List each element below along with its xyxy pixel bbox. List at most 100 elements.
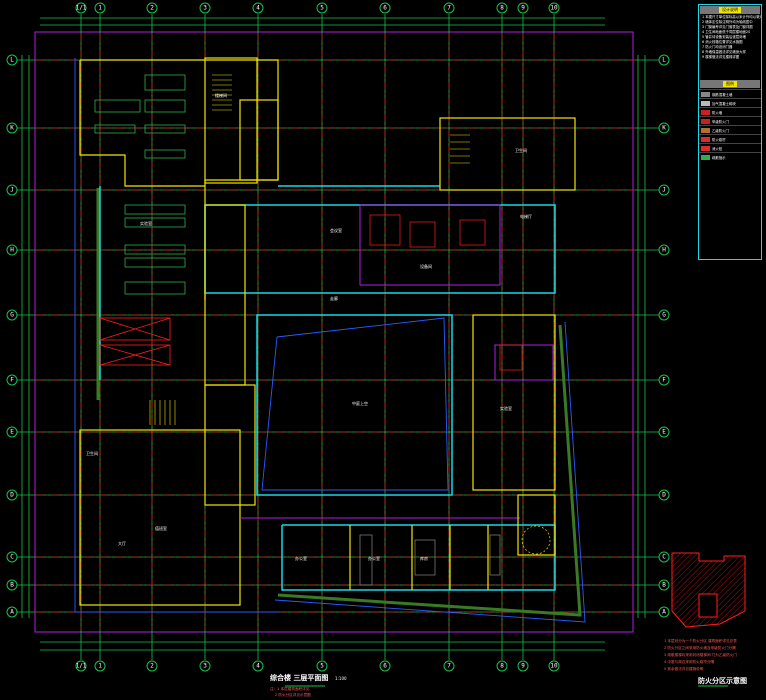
row-axis-bubble: D (658, 489, 670, 501)
legend-row: 钢筋混凝土墙 (699, 89, 761, 98)
legend-label: 防火墙 (712, 110, 723, 115)
legend-row: 防火墙 (699, 107, 761, 116)
axis-label: A (10, 609, 14, 616)
column-axis-bubble: 2 (146, 660, 158, 672)
design-notes: 1 本图尺寸单位除标高以米计外均以毫米计 2 墙体定位除注明外均为轴线居中 3 … (699, 15, 761, 60)
axis-label: D (662, 492, 666, 499)
column-axis-bubble: 1 (94, 2, 106, 14)
legend-swatch (701, 127, 710, 133)
axis-label: 7 (447, 663, 451, 670)
column-axis-bubble: 1/1 (75, 660, 87, 672)
row-axis-bubble: K (6, 122, 18, 134)
axis-label: B (10, 582, 14, 589)
legend-header-bar: 图例 (700, 80, 760, 88)
column-axis-bubble: 7 (443, 2, 455, 14)
axis-label: 10 (550, 5, 558, 12)
legend-row: 甲级防火门 (699, 116, 761, 125)
stair-northeast (450, 134, 470, 164)
axis-label: H (662, 247, 666, 254)
column-axis-bubble: 5 (316, 2, 328, 14)
axis-label: 4 (256, 5, 260, 12)
legend-label: 甲级防火门 (712, 119, 729, 124)
column-axis-bubble: 8 (496, 2, 508, 14)
drawing-title-text: 综合楼 三层平面图 (270, 673, 328, 682)
axis-label: K (10, 125, 14, 132)
column-axis-bubble: 1 (94, 660, 106, 672)
axis-label: 7 (447, 5, 451, 12)
column-axis-bubble: 5 (316, 660, 328, 672)
axis-label: 1 (98, 5, 102, 12)
note-line: 4 卫生间地面低于同层楼地面20 (702, 30, 751, 34)
row-axis-bubble: K (658, 122, 670, 134)
column-axis-bubble: 6 (379, 660, 391, 672)
axis-label: B (662, 582, 666, 589)
furniture (359, 534, 501, 586)
legend-row: 加气混凝土砌块 (699, 98, 761, 107)
axis-label: J (662, 187, 666, 194)
notes-header: 设计说明 (719, 7, 741, 13)
stair-west (149, 400, 176, 425)
svg-text:2 防火分区之间采用防火墙及甲级防火门分隔: 2 防火分区之间采用防火墙及甲级防火门分隔 (664, 645, 736, 650)
legend-label: 钢筋混凝土墙 (712, 92, 733, 97)
legend-label: 加气混凝土砌块 (712, 101, 736, 106)
room-labels: 值班室 会议室 中庭上空 大厅 办公室 库房 办公室 实验室 卫生间 楼梯间 实… (86, 92, 532, 561)
axis-label: 5 (320, 5, 324, 12)
axis-label: 6 (383, 663, 387, 670)
stair-north (212, 74, 232, 111)
row-axis-bubble: D (6, 489, 18, 501)
svg-text:1 本层划分为一个防火分区 建筑面积详见总表: 1 本层划分为一个防火分区 建筑面积详见总表 (664, 638, 737, 643)
row-axis-bubble: G (658, 309, 670, 321)
column-axis-bubble: 8 (496, 660, 508, 672)
legend-label: 疏散指示 (712, 155, 726, 160)
row-axis-bubble: H (658, 244, 670, 256)
legend-row: 乙级防火门 (699, 125, 761, 134)
room-label: 走廊 (330, 295, 338, 301)
room-label: 大厅 (118, 540, 126, 546)
axis-label: A (662, 609, 666, 616)
row-axis-bubble: J (658, 184, 670, 196)
notes-header-bar: 设计说明 (700, 6, 760, 14)
row-axis-bubble: C (658, 551, 670, 563)
column-axis-bubble: 2 (146, 2, 158, 14)
column-axis-bubble: 1/1 (75, 2, 87, 14)
legend-table: 钢筋混凝土墙加气混凝土砌块防火墙甲级防火门乙级防火门防火卷帘消火栓疏散指示 (699, 89, 761, 161)
axis-label: C (662, 554, 666, 561)
legend-label: 乙级防火门 (712, 128, 729, 133)
legend-swatch (701, 109, 710, 115)
key-plan: 1 本层划分为一个防火分区 建筑面积详见总表 2 防火分区之间采用防火墙及甲级防… (664, 552, 747, 687)
axis-label: C (10, 554, 14, 561)
column-axis-bubble: 3 (199, 2, 211, 14)
room-label: 办公室 (368, 555, 380, 561)
legend-row: 防火卷帘 (699, 134, 761, 143)
notes-legend-panel: 设计说明 1 本图尺寸单位除标高以米计外均以毫米计 2 墙体定位除注明外均为轴线… (698, 4, 762, 260)
room-label: 设备间 (420, 263, 432, 269)
legend-swatch (701, 100, 710, 106)
svg-text:3 疏散楼梯均采用封闭楼梯间 门为乙级防火门: 3 疏散楼梯均采用封闭楼梯间 门为乙级防火门 (664, 652, 737, 657)
row-axis-bubble: G (6, 309, 18, 321)
axis-label: D (10, 492, 14, 499)
svg-text:5 其余做法详见建施说明: 5 其余做法详见建施说明 (664, 666, 704, 671)
axis-label: L (10, 57, 14, 64)
row-axis-bubble: E (658, 426, 670, 438)
axis-label: 1/1 (76, 5, 87, 12)
column-axis-bubble: 4 (252, 660, 264, 672)
note-line: 5 管井待设备安装后逐层封堵 (702, 35, 746, 39)
drawing-scale: 1:100 (335, 676, 347, 681)
axis-label: E (662, 429, 666, 436)
column-axis-bubble: 4 (252, 2, 264, 14)
axis-label: 5 (320, 663, 324, 670)
legend-swatch (701, 118, 710, 124)
svg-text:2 防火分区详见示意图: 2 防火分区详见示意图 (275, 692, 311, 697)
row-axis-bubble: L (658, 54, 670, 66)
room-label: 实验室 (140, 220, 152, 226)
column-axis-bubble: 3 (199, 660, 211, 672)
room-label: 卫生间 (86, 450, 98, 456)
stair-southeast (521, 525, 551, 555)
axis-label: 9 (521, 663, 525, 670)
note-line: 9 楼梯做法详见楼梯详图 (702, 55, 740, 59)
column-axis-bubble: 6 (379, 2, 391, 14)
axis-label: F (662, 377, 666, 384)
column-axis-bubble: 9 (517, 660, 529, 672)
